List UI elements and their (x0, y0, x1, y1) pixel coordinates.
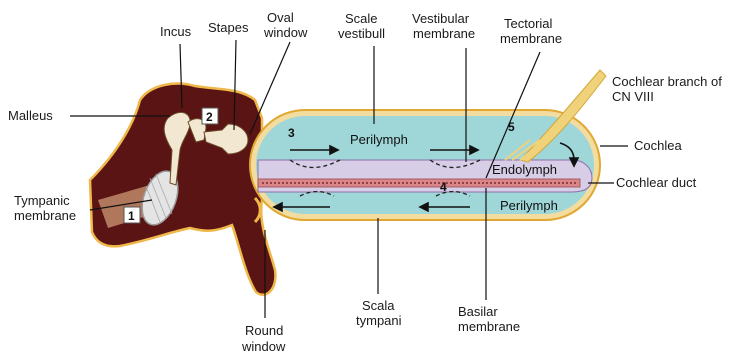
step-1-badge: 1 (124, 207, 140, 223)
vestibular-membrane-label-2: membrane (413, 26, 475, 41)
round-window-label-1: Round (245, 323, 283, 338)
step-3-label: 3 (288, 126, 295, 140)
basilar-membrane-label-1: Basilar (458, 304, 498, 319)
perilymph-bottom-label: Perilymph (500, 198, 558, 213)
cochlear-branch-label-1: Cochlear branch of (612, 74, 722, 89)
cochlear-branch-label-2: CN VIII (612, 89, 654, 104)
incus-label: Incus (160, 24, 192, 39)
scala-tympani-label-2: tympani (356, 313, 402, 328)
oval-window-label-1: Oval (267, 10, 294, 25)
tympanic-membrane-label-1: Tympanic (14, 193, 70, 208)
cochlear-duct-label: Cochlear duct (616, 175, 697, 190)
step-4-label: 4 (440, 180, 447, 194)
oval-window-label-2: window (263, 25, 308, 40)
scale-vestibuli-label-2: vestibull (338, 26, 385, 41)
scala-tympani-label-1: Scala (362, 298, 395, 313)
cochlea-label: Cochlea (634, 138, 682, 153)
endolymph-label: Endolymph (492, 162, 557, 177)
tympanic-membrane-label-2: membrane (14, 208, 76, 223)
malleus-label: Malleus (8, 108, 53, 123)
svg-text:1: 1 (128, 209, 135, 223)
round-window-label-2: window (241, 339, 286, 354)
step-5-label: 5 (508, 120, 515, 134)
tectorial-membrane-label-2: membrane (500, 31, 562, 46)
svg-text:2: 2 (206, 110, 213, 124)
vestibular-membrane-label-1: Vestibular (412, 11, 470, 26)
basilar-membrane-label-2: membrane (458, 319, 520, 334)
perilymph-top-label: Perilymph (350, 132, 408, 147)
stapes-label: Stapes (208, 20, 249, 35)
step-2-badge: 2 (202, 108, 218, 124)
scale-vestibuli-label-1: Scale (345, 11, 378, 26)
tectorial-membrane-label-1: Tectorial (504, 16, 553, 31)
